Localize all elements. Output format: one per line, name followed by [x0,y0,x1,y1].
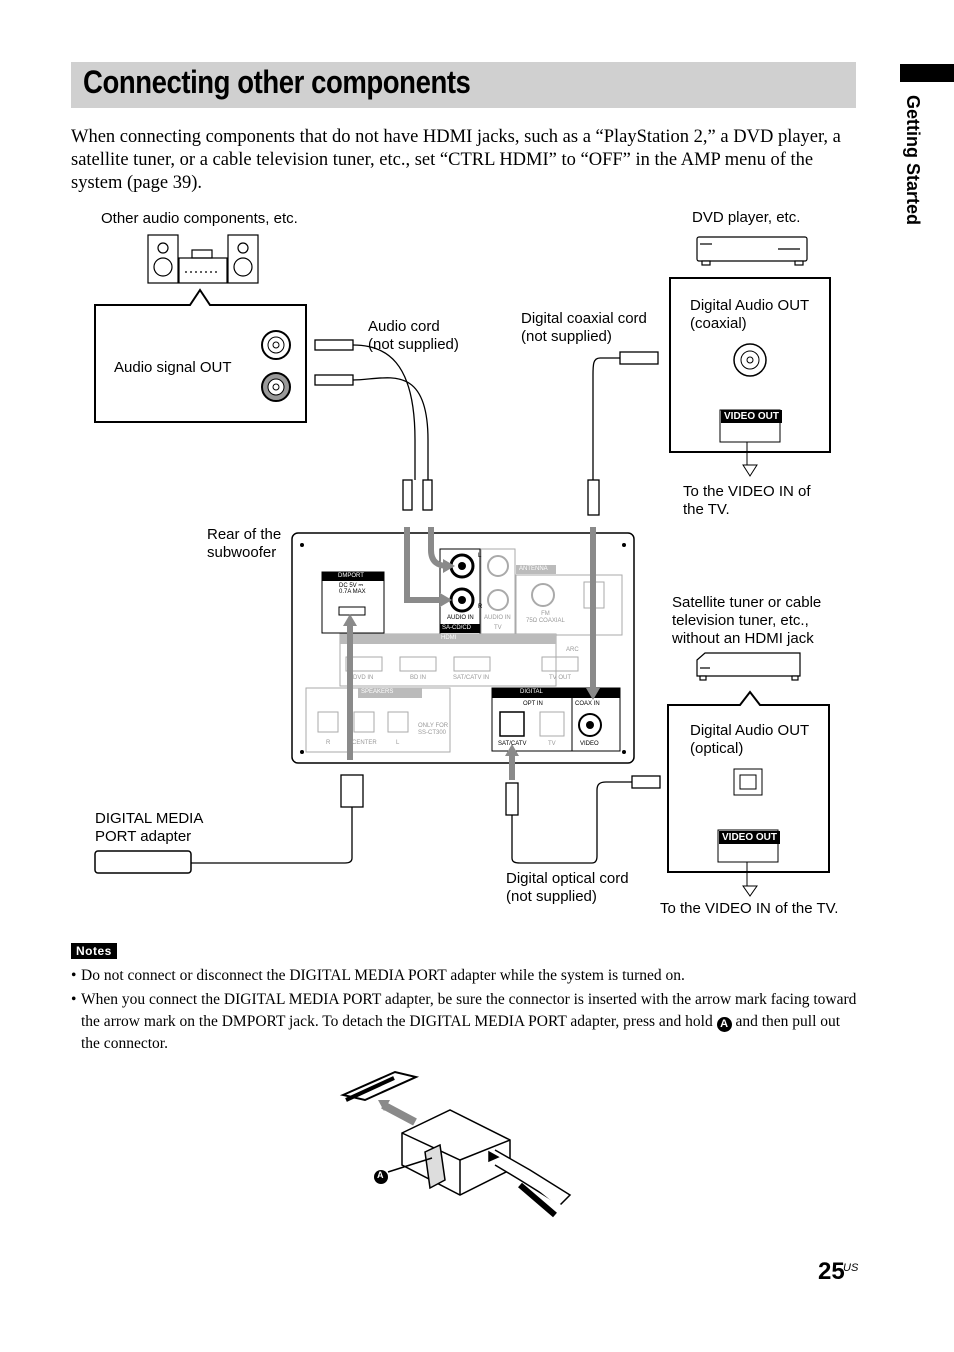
optical-cord-label: Digital optical cord (not supplied) [506,870,629,905]
side-tab-label: Getting Started [903,95,923,226]
panel-sa-cd-label: SA-CD/CD [442,625,472,631]
satellite-tuner-icon [696,652,801,681]
coax-cord-label: Digital coaxial cord (not supplied) [521,310,647,345]
video-out-badge-2: VIDEO OUT [719,831,781,844]
panel-coax-in: COAX IN [575,701,600,707]
panel-hdmi-label: HDMI [441,635,457,641]
panel-antenna-label: ANTENNA [519,566,548,572]
note-bullet-1: • [71,967,77,984]
panel-audio-in-1: AUDIO IN [447,615,474,621]
video-out-arrow-1 [742,442,758,477]
page-number: 25 [818,1258,845,1285]
note-text-2-tail: and then pull out the connector. [81,1013,841,1052]
panel-sp-center: CENTER [352,740,377,746]
audio-out-box [94,288,307,423]
callout-a-label: A [377,1170,384,1180]
audio-cord-line [314,339,433,511]
panel-digital-label: DIGITAL [520,689,543,695]
to-video-in-label-2: To the VIDEO IN of the TV. [660,900,839,917]
coax-jack-icon [733,343,767,377]
panel-tv-label: TV [494,625,502,631]
panel-tv2: TV [548,741,556,747]
panel-speakers-label: SPEAKERS [361,689,394,695]
panel-tv-out: TV OUT [549,675,571,681]
panel-r-label: R [478,604,483,610]
other-audio-label: Other audio components, etc. [101,210,298,227]
panel-dmport-label: DMPORT [338,573,364,579]
digital-audio-out-coax-label: Digital Audio OUT (coaxial) [690,297,810,332]
note-callout-a-icon: A [716,1017,732,1032]
notes-label: Notes [71,943,117,959]
stereo-system-icon [147,234,259,284]
optical-jack-icon [733,768,763,796]
note-text-2: When you connect the DIGITAL MEDIA PORT … [81,991,857,1030]
optical-cord-line [505,775,661,864]
audio-cord-label: Audio cord (not supplied) [368,318,459,353]
panel-dc-label: DC 5V ⎓ 0.7A MAX [339,583,366,595]
dmport-connector-illustration [339,1070,572,1218]
callout-a-marker [374,1170,388,1184]
video-out-badge-1: VIDEO OUT [721,410,783,423]
page-suffix: US [843,1262,859,1274]
page-title: Connecting other components [83,64,471,100]
note-text-2-wrap: When you connect the DIGITAL MEDIA PORT … [71,989,861,1055]
panel-sp-l: L [396,740,400,746]
panel-arc-label: ARC [566,647,579,653]
panel-bd-in: BD IN [410,675,427,681]
panel-sp-r: R [326,740,331,746]
audio-signal-out-label: Audio signal OUT [114,359,232,376]
dvd-player-icon [696,236,808,266]
digital-audio-out-optical-label: Digital Audio OUT (optical) [690,722,810,757]
video-out-arrow-2 [742,862,758,897]
note-text-1: Do not connect or disconnect the DIGITAL… [81,967,685,984]
satellite-tuner-label: Satellite tuner or cable television tune… [672,594,822,647]
dmport-cord-line [94,774,364,874]
title-bar [71,62,856,108]
panel-only-for: ONLY FOR SS-CT300 [418,723,449,736]
rca-jack-icons [261,330,291,402]
panel-audio-in-2: AUDIO IN [484,615,511,621]
note-item-1: • Do not connect or disconnect the DIGIT… [71,965,861,987]
to-video-in-label-1: To the VIDEO IN of the TV. [683,483,811,518]
panel-video: VIDEO [580,741,599,747]
rear-subwoofer-label: Rear of the subwoofer [207,526,282,561]
note-bullet-2: • [71,991,77,1008]
dvd-player-label: DVD player, etc. [692,209,801,226]
panel-fm-label: FM 75Ω COAXIAL [526,611,565,624]
panel-dvd-in: DVD IN [353,675,374,681]
panel-sat-catv-in: SAT/CATV IN [453,675,490,681]
side-tab-marker [900,64,954,82]
panel-opt-in: OPT IN [523,701,543,707]
intro-paragraph: When connecting components that do not h… [71,127,841,193]
dmport-adapter-label: DIGITAL MEDIA PORT adapter [95,810,204,845]
coax-cord-line [587,351,659,516]
note-item-2: • When you connect the DIGITAL MEDIA POR… [71,989,861,1055]
panel-sat-catv: SAT/CATV [498,741,527,747]
panel-l-label: L [478,553,482,559]
